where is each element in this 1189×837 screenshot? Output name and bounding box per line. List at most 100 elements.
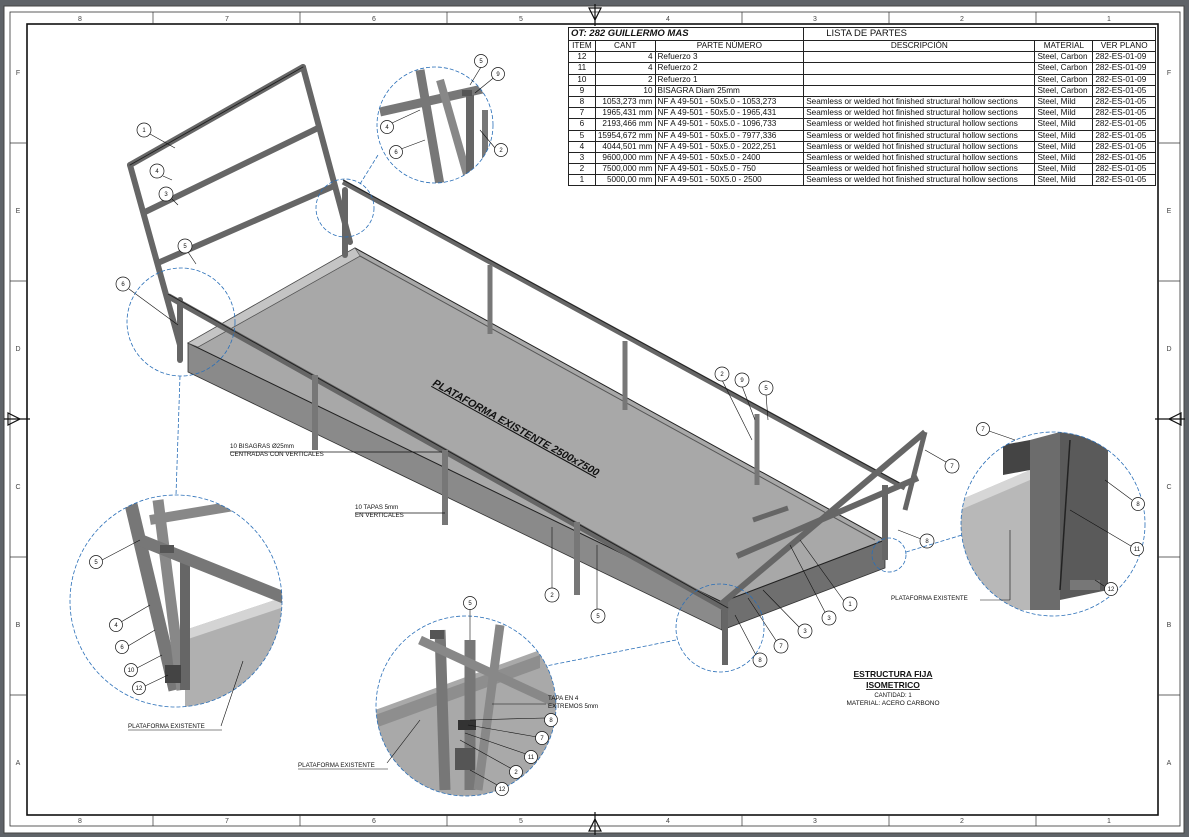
balloon: 6 xyxy=(389,145,403,159)
cell-description: Seamless or welded hot finished structur… xyxy=(803,118,1036,131)
col-header-plan: VER PLANO xyxy=(1092,39,1156,53)
main-balloon-leaders xyxy=(128,133,947,658)
cell-qty: 5000,00 mm xyxy=(594,174,656,187)
view-title: ESTRUCTURA FIJA xyxy=(853,669,932,679)
zone-bottom-label: 4 xyxy=(666,818,670,825)
cell-description xyxy=(803,73,1036,86)
parts-list: OT: 282 GUILLERMO MAS LISTA DE PARTES IT… xyxy=(567,27,1156,187)
balloon: 7 xyxy=(773,638,789,654)
existing-platform-label: PLATAFORMA EXISTENTE xyxy=(891,595,968,602)
cell-description xyxy=(803,62,1036,75)
balloon-number: 7 xyxy=(540,736,544,742)
col-header-qty: CANT xyxy=(594,39,656,53)
balloon: 1 xyxy=(842,596,858,612)
existing-platform-label: PLATAFORMA EXISTENTE xyxy=(298,762,375,769)
front-rail xyxy=(166,293,730,613)
balloon-number: 3 xyxy=(803,629,807,635)
balloon-number: 8 xyxy=(1136,502,1140,508)
zone-top-label: 1 xyxy=(1107,16,1111,23)
cell-description: Seamless or welded hot finished structur… xyxy=(803,140,1036,153)
balloon: 4 xyxy=(109,618,123,632)
cell-plan: 282-ES-01-05 xyxy=(1092,95,1156,109)
balloon: 2 xyxy=(509,765,523,779)
cell-material: Steel, Carbon xyxy=(1034,62,1094,75)
balloon: 3 xyxy=(821,610,837,626)
zone-side-label: D xyxy=(15,346,20,353)
cell-plan: 282-ES-01-05 xyxy=(1092,174,1156,187)
zone-side-label: E xyxy=(16,208,21,215)
col-header-description: DESCRIPCIÓN xyxy=(803,39,1036,53)
cell-qty: 4 xyxy=(594,51,656,64)
balloon: 9 xyxy=(734,372,750,388)
balloon-number: 4 xyxy=(385,125,389,131)
cell-material: Steel, Mild xyxy=(1034,118,1094,131)
balloon-number: 5 xyxy=(183,244,187,250)
balloon-number: 12 xyxy=(499,787,506,793)
cell-plan: 282-ES-01-05 xyxy=(1092,129,1156,142)
cell-description: Seamless or welded hot finished structur… xyxy=(803,151,1036,165)
balloon-number: 11 xyxy=(1134,547,1141,553)
zone-side-label: F xyxy=(1167,70,1171,77)
cell-qty: 15954,672 mm xyxy=(594,129,656,142)
cell-plan: 282-ES-01-05 xyxy=(1092,140,1156,153)
balloon-number: 5 xyxy=(596,614,600,620)
cell-qty: 10 xyxy=(594,84,656,97)
cell-item: 3 xyxy=(568,151,596,165)
cell-description: Seamless or welded hot finished structur… xyxy=(803,174,1036,187)
cell-plan: 282-ES-01-09 xyxy=(1092,51,1156,64)
cell-description: Seamless or welded hot finished structur… xyxy=(803,95,1036,109)
balloon: 5 xyxy=(89,555,103,569)
cell-description: Seamless or welded hot finished structur… xyxy=(803,107,1036,120)
balloon-number: 5 xyxy=(468,601,472,607)
balloon: 2 xyxy=(494,143,508,157)
zone-side-label: C xyxy=(1166,484,1171,491)
zone-top-label: 6 xyxy=(372,16,376,23)
cell-plan: 282-ES-01-05 xyxy=(1092,151,1156,165)
cell-qty: 1965,431 mm xyxy=(594,107,656,120)
cell-plan: 282-ES-01-09 xyxy=(1092,62,1156,75)
cell-qty: 2 xyxy=(594,73,656,86)
cell-part: NF A 49-501 - 50x5.0 - 2400 xyxy=(654,151,805,165)
balloon: 12 xyxy=(1104,582,1118,596)
zone-top-label: 5 xyxy=(519,16,523,23)
zone-ticks xyxy=(10,12,1180,826)
zone-top-label: 4 xyxy=(666,16,670,23)
cell-item: 4 xyxy=(568,140,596,153)
balloon-number: 6 xyxy=(394,150,398,156)
balloon: 5 xyxy=(590,608,606,624)
balloon-number: 3 xyxy=(827,616,831,622)
cell-part: NF A 49-501 - 50x5.0 - 7977,336 xyxy=(654,129,805,142)
cell-material: Steel, Carbon xyxy=(1034,73,1094,86)
cell-material: Steel, Carbon xyxy=(1034,51,1094,64)
cell-plan: 282-ES-01-05 xyxy=(1092,163,1156,176)
cell-material: Steel, Mild xyxy=(1034,140,1094,153)
balloon: 8 xyxy=(544,713,558,727)
parts-list-header-row: ITEM CANT PARTE NÚMERO DESCRIPCIÓN MATER… xyxy=(568,39,1156,53)
balloon: 12 xyxy=(132,681,146,695)
balloon-number: 9 xyxy=(496,72,500,78)
zone-bottom-label: 7 xyxy=(225,818,229,825)
cell-plan: 282-ES-01-09 xyxy=(1092,73,1156,86)
balloon-number: 2 xyxy=(514,770,518,776)
cell-part: NF A 49-501 - 50x5.0 - 750 xyxy=(654,163,805,176)
balloon: 6 xyxy=(115,276,131,292)
cell-qty: 7500,000 mm xyxy=(594,163,656,176)
cell-part: NF A 49-501 - 50x5.0 - 1053,273 xyxy=(654,95,805,109)
balloon-number: 1 xyxy=(142,128,146,134)
balloon: 10 xyxy=(124,663,138,677)
zone-side-label: A xyxy=(16,760,21,767)
main-balloons: 1 4 3 5 6 2 9 5 7 8 1 3 3 7 8 2 5 xyxy=(115,122,960,668)
cell-item: 12 xyxy=(568,51,596,64)
caps-note-line2: EN VERTICALES xyxy=(355,512,404,519)
col-header-material: MATERIAL xyxy=(1034,39,1094,53)
zone-side-label: A xyxy=(1167,760,1172,767)
zone-top-label: 7 xyxy=(225,16,229,23)
detail-bottom-left: PLATAFORMA EXISTENTE 5 4 6 10 12 xyxy=(69,494,283,731)
cell-part: NF A 49-501 - 50x5.0 - 1096,733 xyxy=(654,118,805,131)
